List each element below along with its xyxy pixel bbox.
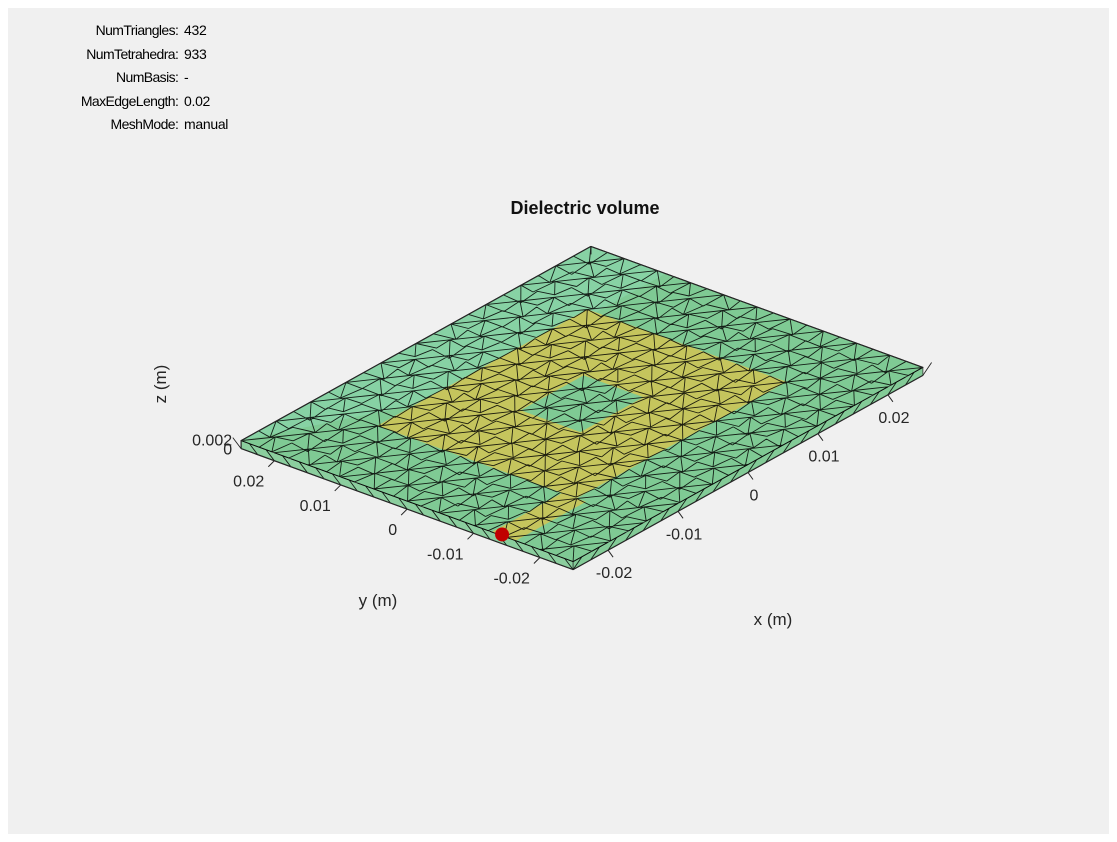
y-tick-label: -0.01 [427,546,464,563]
z-axis-label: z (m) [151,365,170,404]
mesh-info-value: 0.02 [184,92,211,109]
mesh-info-value: 432 [184,22,207,38]
mesh-info-separator: : [175,69,179,85]
mesh-info-label: MaxEdgeLength [80,92,176,109]
mesh-info-label: NumTriangles [95,22,176,38]
mesh-wireframe [232,245,932,570]
y-tick-mark [267,460,275,468]
y-tick-mark [533,557,541,564]
mesh-info-separator: : [175,92,179,109]
mesh-info-value: 933 [184,45,207,62]
mesh-info-separator: : [175,45,179,62]
z-tick-label: 0.002 [192,433,232,450]
feed-point [495,527,510,542]
axis-ticks: -0.02-0.0100.010.02-0.02-0.0100.010.0200… [192,394,910,588]
mesh-plot-3d[interactable]: -0.02-0.0100.010.02-0.02-0.0100.010.0200… [8,8,1109,834]
mesh-info-label: MeshMode [110,116,176,132]
x-tick-label: -0.02 [596,565,633,582]
mesh-info-label: NumBasis [116,69,176,85]
x-tick-mark [677,511,684,519]
substrate-top-highlight [241,246,666,441]
plot-title: Dielectric volume [510,198,660,218]
y-tick-label: 0 [388,522,397,539]
x-axis-label: x (m) [754,610,793,629]
x-tick-mark [887,394,894,403]
mesh-edges [232,245,932,570]
x-tick-label: 0.01 [808,449,839,466]
x-tick-mark [817,433,824,441]
mesh-info-label: NumTetrahedra [86,45,175,62]
z-tick-label: 0 [223,442,232,459]
x-tick-label: -0.01 [666,526,703,543]
y-tick-label: 0.02 [233,474,264,491]
mesh-info-separator: : [175,116,179,132]
x-tick-label: 0 [750,488,759,505]
x-tick-mark [607,549,614,558]
y-tick-mark [467,532,474,540]
y-tick-label: 0.01 [300,498,331,515]
y-tick-label: -0.02 [493,571,530,588]
patch-ring [377,309,787,499]
mesh-info-value: - [184,69,189,85]
y-tick-mark [334,484,342,492]
x-tick-mark [747,472,754,480]
x-tick-label: 0.02 [878,410,909,427]
y-tick-mark [400,508,408,516]
y-axis-label: y (m) [359,591,398,610]
mesh-info-value: manual [184,116,229,132]
mesh-info-separator: : [175,22,179,38]
